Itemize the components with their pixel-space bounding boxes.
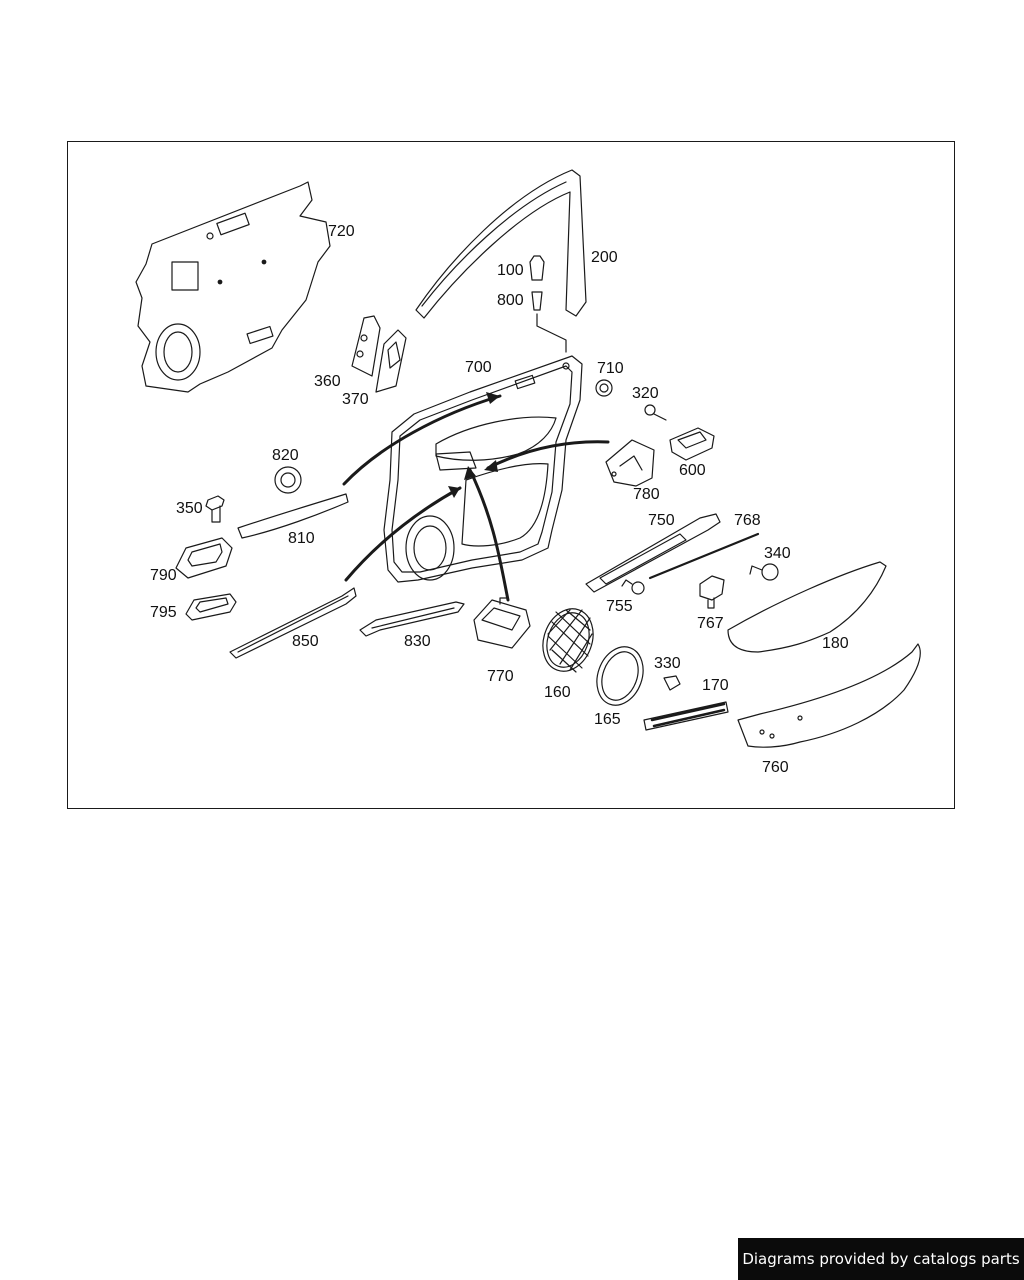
label-360: 360 (314, 373, 341, 390)
part-760-lower-trim (737, 643, 921, 748)
part-830-trim-strip (359, 601, 465, 637)
label-820: 820 (272, 447, 299, 464)
label-767: 767 (697, 615, 724, 632)
label-700: 700 (465, 359, 492, 376)
part-780-bracket (605, 439, 655, 487)
label-800: 800 (497, 292, 524, 309)
label-850: 850 (292, 633, 319, 650)
part-750-pull-handle (585, 513, 721, 593)
part-160-speaker-grille (542, 608, 594, 673)
label-795: 795 (150, 604, 177, 621)
arrow-heads (448, 392, 500, 498)
part-200-window-seal (415, 169, 587, 319)
part-350-screw (205, 495, 225, 523)
label-720: 720 (328, 223, 355, 240)
part-850-armrest-strip (229, 587, 357, 659)
label-770: 770 (487, 668, 514, 685)
part-labels: 720 200 100 800 360 370 700 710 320 600 … (150, 223, 849, 776)
label-100: 100 (497, 262, 524, 279)
part-767-clip (699, 575, 725, 609)
credit-banner: Diagrams provided by catalogs parts (738, 1238, 1024, 1280)
part-800-clip (531, 291, 567, 353)
label-710: 710 (597, 360, 624, 377)
part-770-switch-module (473, 597, 531, 649)
label-160: 160 (544, 684, 571, 701)
part-720-insulation-mat (135, 181, 331, 393)
part-600-switch (669, 427, 715, 461)
label-810: 810 (288, 530, 315, 547)
label-600: 600 (679, 462, 706, 479)
part-180-armrest-cover (727, 561, 887, 653)
label-350: 350 (176, 500, 203, 517)
label-165: 165 (594, 711, 621, 728)
part-360-mirror-trim (351, 315, 381, 377)
label-340: 340 (764, 545, 791, 562)
label-200: 200 (591, 249, 618, 266)
part-768-seal-strip (648, 532, 760, 580)
part-340-bolt (749, 563, 779, 581)
label-760: 760 (762, 759, 789, 776)
part-790-door-handle (175, 537, 233, 579)
label-750: 750 (648, 512, 675, 529)
part-320-rivet (644, 404, 667, 421)
diagram-frame (67, 141, 955, 809)
label-170: 170 (702, 677, 729, 694)
part-710-grommet (595, 379, 613, 397)
label-320: 320 (632, 385, 659, 402)
part-165-speaker-ring (596, 646, 644, 706)
part-100-clip (529, 255, 545, 281)
part-795-handle-cover (185, 593, 237, 621)
label-370: 370 (342, 391, 369, 408)
label-830: 830 (404, 633, 431, 650)
label-180: 180 (822, 635, 849, 652)
label-330: 330 (654, 655, 681, 672)
part-820-speaker-grommet (274, 466, 302, 494)
part-370-mirror-trim-inner (375, 329, 407, 393)
part-170-emblem (643, 701, 729, 731)
part-700-door-trim-panel (383, 355, 583, 583)
label-790: 790 (150, 567, 177, 584)
part-755-screw (621, 579, 645, 595)
part-330-plug (663, 675, 681, 691)
label-768: 768 (734, 512, 761, 529)
label-780: 780 (633, 486, 660, 503)
part-810-grab-strip (237, 493, 349, 539)
assembly-arrows (342, 394, 610, 602)
label-755: 755 (606, 598, 633, 615)
